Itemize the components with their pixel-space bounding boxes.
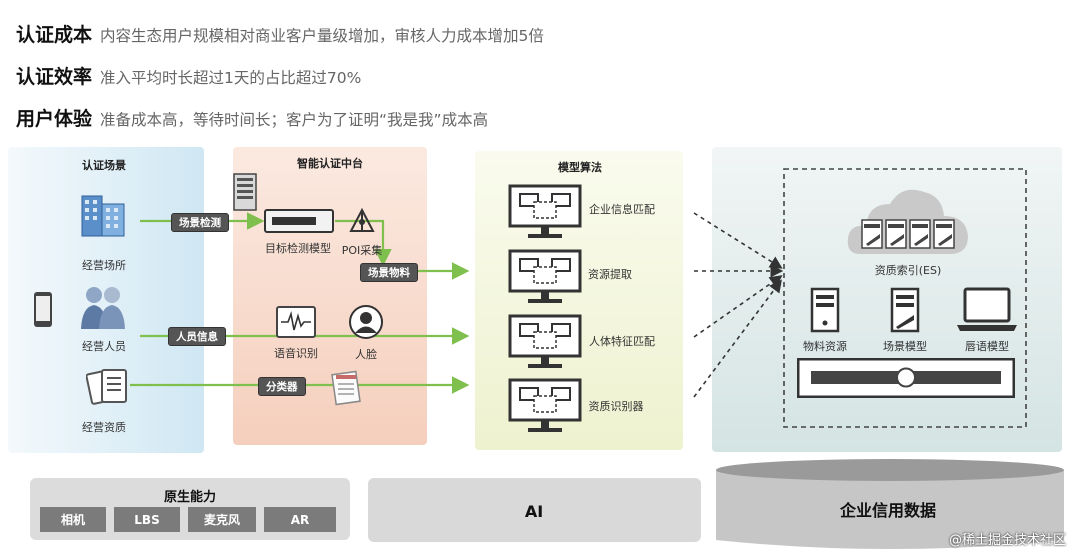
- header-row-experience: 用户体验 准备成本高，等待时间长；客户为了证明“我是我”成本高: [16, 104, 488, 131]
- scene-label-license: 经营资质: [82, 421, 126, 434]
- model-label: 企业信息匹配: [589, 203, 655, 216]
- platform-label-face: 人脸: [355, 348, 377, 361]
- header-value: 准入平均时长超过1天的占比超过70%: [100, 69, 362, 87]
- platform-label-poi: POI采集: [341, 244, 383, 257]
- ai-box: [368, 478, 701, 542]
- monitor-icon: [508, 378, 582, 432]
- server-tower-icon: [890, 287, 920, 333]
- header-row-efficiency: 认证效率 准入平均时长超过1天的占比超过70%: [16, 62, 361, 89]
- server-label: 唇语模型: [965, 340, 1009, 353]
- monitor-icon: [508, 314, 582, 368]
- model-label: 资质识别器: [588, 400, 644, 413]
- chip-lbs: LBS: [114, 507, 180, 532]
- documents-icon: [86, 369, 127, 405]
- scenes-title: 认证场景: [82, 159, 126, 172]
- chip-ar: AR: [264, 507, 336, 532]
- models-title: 模型算法: [558, 161, 602, 174]
- server-label: 场景模型: [883, 340, 927, 353]
- chip-microphone: 麦克风: [188, 507, 256, 532]
- tag-scene-detect: 场景检测: [171, 213, 229, 232]
- monitor-icon: [508, 184, 582, 238]
- database-cylinder-icon: [716, 459, 1064, 549]
- model-label: 人体特征匹配: [589, 335, 655, 348]
- poi-icon: [349, 208, 375, 232]
- header-key: 认证成本: [16, 24, 93, 46]
- platform-label-voice: 语音识别: [274, 347, 318, 360]
- header-key: 认证效率: [16, 66, 93, 88]
- platform-title: 智能认证中台: [297, 157, 363, 170]
- cloud-label: 资质索引(ES): [874, 264, 942, 277]
- classifier-doc-icon: [331, 370, 361, 406]
- laptop-icon: [957, 287, 1017, 331]
- chip-camera: 相机: [40, 507, 106, 532]
- monitor-icon: [508, 249, 582, 303]
- face-icon: [349, 305, 383, 339]
- tag-scene-material: 场景物料: [360, 263, 418, 282]
- tag-classifier: 分类器: [258, 377, 306, 396]
- phone-icon: [34, 292, 52, 327]
- header-value: 准备成本高，等待时间长；客户为了证明“我是我”成本高: [100, 111, 489, 129]
- building-icon: [81, 195, 125, 237]
- header-value: 内容生态用户规模相对商业客户量级增加，审核人力成本增加5倍: [100, 27, 544, 45]
- detector-device-icon: [264, 209, 334, 233]
- header-key: 用户体验: [16, 108, 93, 130]
- scene-label-person: 经营人员: [82, 340, 126, 353]
- platform-label-detect: 目标检测模型: [265, 242, 331, 255]
- server-label: 物料资源: [803, 340, 847, 353]
- server-rack-icon: [233, 173, 257, 211]
- model-label: 资源提取: [588, 268, 632, 281]
- storage-bar-icon: [797, 358, 1015, 398]
- ai-label: AI: [524, 502, 544, 521]
- header-row-cost: 认证成本 内容生态用户规模相对商业客户量级增加，审核人力成本增加5倍: [16, 20, 544, 47]
- people-icon: [81, 287, 125, 329]
- server-tower-icon: [810, 287, 840, 333]
- native-title: 原生能力: [163, 490, 217, 505]
- watermark: @稀土掘金技术社区: [948, 533, 1066, 548]
- tag-person-info: 人员信息: [168, 327, 226, 346]
- cloud-servers-icon: [847, 189, 968, 254]
- scene-label-place: 经营场所: [82, 259, 126, 272]
- voice-wave-icon: [276, 306, 316, 338]
- db-label: 企业信用数据: [839, 501, 937, 520]
